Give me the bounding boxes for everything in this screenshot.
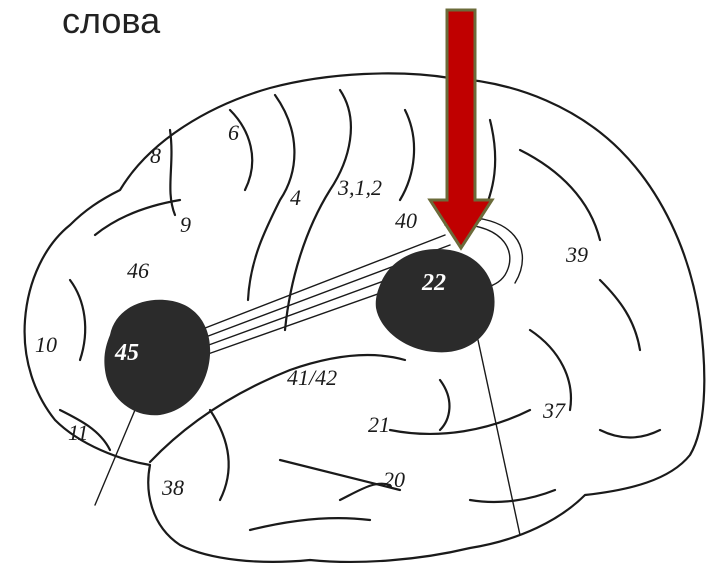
gyrus-line — [520, 150, 600, 240]
wernickes-area-22 — [376, 249, 495, 352]
gyrus-line — [440, 380, 449, 430]
area-label-11: 11 — [68, 420, 88, 445]
gyrus-line — [390, 410, 530, 434]
area-label-20: 20 — [383, 467, 405, 492]
pointer-line-22 — [478, 340, 520, 535]
gyrus-line — [400, 110, 414, 200]
area-label-21: 21 — [368, 412, 390, 437]
area-label-4: 4 — [290, 185, 301, 210]
area-label-46: 46 — [127, 258, 149, 283]
area-label-9: 9 — [180, 212, 191, 237]
area-label-8: 8 — [150, 143, 161, 168]
area-label-40: 40 — [395, 208, 417, 233]
area-label-3-1-2: 3,1,2 — [337, 175, 382, 200]
gyrus-line — [248, 95, 294, 300]
gyrus-line — [280, 460, 400, 490]
area-label-41-42: 41/42 — [287, 365, 337, 390]
gyrus-line — [600, 280, 640, 350]
gyrus-line — [600, 430, 660, 438]
pointer-line-45 — [95, 410, 135, 505]
gyrus-line — [210, 410, 229, 500]
area-label-10: 10 — [35, 332, 57, 357]
gyrus-line — [250, 518, 370, 530]
area-label-39: 39 — [565, 242, 588, 267]
gyrus-line — [70, 280, 85, 360]
area-label-45: 45 — [114, 340, 139, 366]
area-label-6: 6 — [228, 120, 239, 145]
area-label-22: 22 — [421, 270, 446, 296]
area-label-38: 38 — [161, 475, 184, 500]
gyrus-line — [95, 200, 180, 235]
red-arrow — [430, 10, 492, 248]
area-label-37: 37 — [542, 398, 566, 423]
gyrus-line — [170, 130, 175, 215]
